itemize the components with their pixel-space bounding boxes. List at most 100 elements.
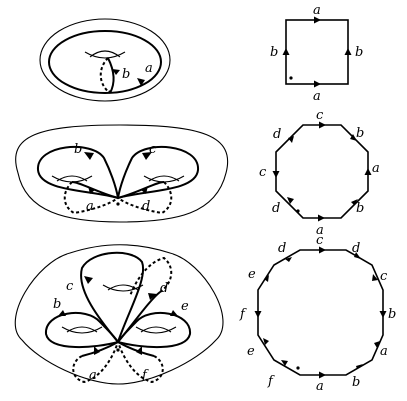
loop-a-dashed	[72, 341, 119, 384]
dodecagon-label-10: f	[239, 307, 247, 322]
basepoint-dot	[116, 348, 120, 352]
octagon-outline	[275, 124, 369, 219]
arrow-c-left	[272, 171, 280, 178]
arrow-f-ll	[281, 360, 288, 366]
octagon-label-7: c	[259, 165, 267, 180]
label-d: d	[142, 199, 150, 214]
octagon-dot	[296, 209, 300, 213]
hole-left-lower	[61, 326, 103, 334]
label-c: c	[149, 142, 157, 157]
arrow-d-ul	[288, 136, 294, 143]
hole-top-lower	[102, 284, 144, 292]
torus-hole-lower	[84, 51, 126, 59]
dodecagon-outline	[257, 249, 384, 376]
arrow-a-bottom	[318, 214, 325, 222]
hole-left-upper	[56, 175, 88, 182]
label-a: a	[145, 61, 153, 76]
arrow-b	[112, 69, 120, 75]
dodecagon-label-6: b	[352, 375, 360, 390]
loop-b-curve	[36, 146, 119, 199]
dodecagon-label-9: e	[247, 344, 255, 359]
label-b: b	[122, 67, 130, 82]
octagon-label-6: d	[272, 201, 280, 216]
square-outline	[285, 19, 349, 85]
loop-d-dashed	[117, 181, 173, 215]
label-a: a	[89, 368, 97, 383]
arrow-a-bottom	[319, 371, 326, 379]
hole-right-lower	[135, 326, 177, 334]
arrow-d-ll	[287, 197, 294, 204]
dodecagon-label-5: a	[380, 344, 388, 359]
square-label-left: b	[270, 45, 278, 60]
square-label-right: b	[355, 45, 363, 60]
octagon-label-4: b	[356, 201, 364, 216]
genus2-outline	[15, 124, 229, 223]
arrow-e-ul	[264, 275, 269, 282]
arrow-b-ur	[350, 134, 357, 141]
octagon-label-8: d	[273, 127, 281, 142]
arrow-d	[141, 186, 148, 194]
label-c: c	[66, 279, 74, 294]
arrow-c	[84, 276, 93, 284]
loop-f-dashed	[117, 341, 164, 384]
label-e: e	[181, 299, 189, 314]
arrow-c-top	[319, 121, 326, 129]
label-b: b	[53, 297, 61, 312]
arrow-b-lr	[351, 199, 358, 205]
label-b: b	[74, 142, 82, 157]
octagon-label-2: b	[356, 126, 364, 141]
octagon-label-3: a	[372, 161, 380, 176]
label-d: d	[160, 281, 168, 296]
arrow-b	[58, 310, 66, 316]
dodecagon-label-1: c	[316, 233, 324, 248]
arrow-bottom	[314, 80, 321, 88]
loop-c-curve	[80, 251, 145, 343]
square-dot	[289, 76, 293, 80]
hole-right-upper	[148, 175, 180, 182]
square-label-bottom: a	[313, 89, 321, 104]
arrow-f-left	[254, 311, 262, 318]
hole-top-upper	[107, 284, 139, 291]
torus-outer-outline	[39, 18, 171, 102]
loop-f-solid	[117, 341, 155, 357]
loop-c-curve	[117, 146, 200, 199]
dodecagon-label-4: b	[388, 307, 396, 322]
dodecagon-label-2: d	[352, 241, 360, 256]
octagon-label-1: c	[316, 108, 324, 123]
label-a: a	[86, 199, 94, 214]
arrow-e	[170, 310, 178, 316]
dodecagon-label-7: a	[316, 379, 324, 394]
arrow-c-top	[319, 246, 326, 254]
arrow-a	[94, 346, 100, 355]
loop-b-dashed	[99, 57, 111, 94]
arrow-right	[344, 48, 352, 55]
octagon-polygon: c b a b a d c d	[259, 108, 380, 238]
dodecagon-polygon: c d c b a b a f e f e d	[239, 233, 396, 394]
loop-a-solid	[81, 341, 119, 357]
square-polygon: a b b a	[270, 3, 363, 104]
loop-b-solid	[107, 57, 115, 94]
hole-left-upper	[66, 326, 98, 333]
arrow-a-lr	[374, 341, 380, 348]
genus3-surface: c d b e a f	[14, 244, 224, 385]
loop-d-dashed	[129, 256, 173, 297]
genus3-outline	[14, 244, 224, 385]
arrow-a	[137, 78, 145, 86]
dodecagon-label-3: c	[380, 269, 388, 284]
arrow-left	[282, 48, 290, 55]
arrow-d-ul2	[285, 257, 292, 262]
dodecagon-dot	[296, 366, 300, 370]
basepoint-dot	[108, 90, 112, 94]
arrow-top	[314, 16, 321, 24]
arrow-d	[148, 293, 157, 300]
torus-hole-upper	[89, 50, 121, 58]
dodecagon-label-12: d	[278, 241, 286, 256]
arrow-c-ur2	[372, 274, 378, 281]
square-label-top: a	[313, 3, 321, 18]
arrow-e-ll2	[263, 338, 269, 345]
loop-b-curve	[44, 311, 119, 348]
arrow-a-right	[364, 168, 372, 175]
loop-a-curve	[48, 30, 162, 94]
